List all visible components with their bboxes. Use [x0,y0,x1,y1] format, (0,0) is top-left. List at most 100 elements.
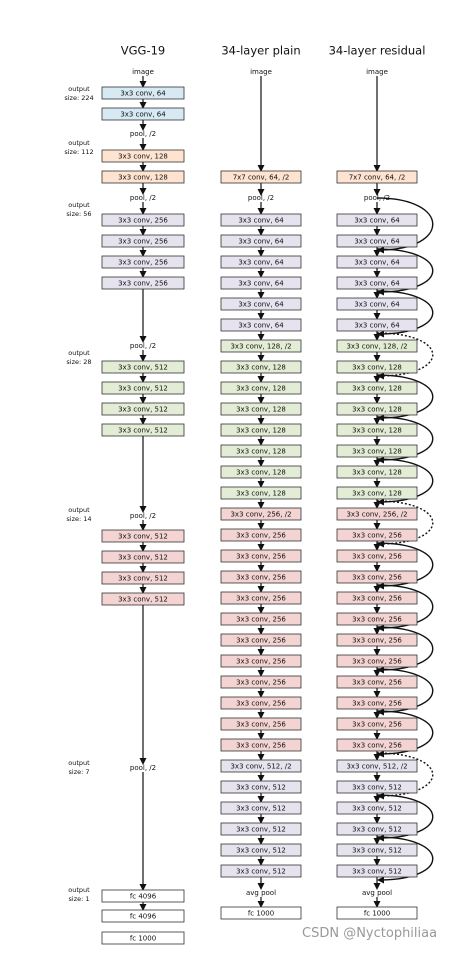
plain-layer-26-label: 3x3 conv, 256 [236,742,286,750]
plain-first-conv [220,170,302,184]
residual-layer-32 [336,864,418,878]
residual-layer-10-label: 3x3 conv, 128 [352,406,402,414]
vgg-box-6 [101,234,185,248]
residual-layer-20 [336,612,418,626]
plain-layer-13-label: 3x3 conv, 128 [236,469,286,477]
plain-layer-5-label: 3x3 conv, 64 [238,301,284,309]
vgg-box-4-label: 3x3 conv, 128 [118,174,168,182]
residual-layer-21-label: 3x3 conv, 256 [352,637,402,645]
vgg-box-16 [101,592,185,606]
plain-layer-26 [220,738,302,752]
column-title-3: 34-layer residual [329,44,426,58]
vgg-box-18 [101,909,185,923]
plain-layer-22 [220,654,302,668]
plain-layer-17 [220,549,302,563]
vgg-pool-label-5: pool, /2 [130,764,156,772]
plain-layer-27-label: 3x3 conv, 512, /2 [230,763,291,771]
plain-layer-6 [220,318,302,332]
residual-layer-27-label: 3x3 conv, 512, /2 [346,763,407,771]
plain-layer-24 [220,696,302,710]
plain-layer-30 [220,822,302,836]
output-label-line2-7: size: 1 [69,895,90,903]
residual-avg-pool-label: avg pool [362,889,392,897]
output-label-line1-1: output [68,85,90,93]
output-label-line2-5: size: 14 [66,515,91,523]
plain-layer-30-label: 3x3 conv, 512 [236,826,286,834]
vgg-box-3 [101,149,185,163]
vgg-box-18-label: fc 4096 [130,913,157,921]
plain-layer-29 [220,801,302,815]
residual-fc [336,906,418,920]
vgg-box-13 [101,529,185,543]
plain-layer-17-label: 3x3 conv, 256 [236,553,286,561]
residual-layer-10 [336,402,418,416]
column-title-1: VGG-19 [121,44,165,58]
residual-layer-11 [336,423,418,437]
residual-pool-label: pool, /2 [364,194,390,202]
residual-layer-21 [336,633,418,647]
residual-fc-label: fc 1000 [364,910,390,918]
residual-layer-31-label: 3x3 conv, 512 [352,847,402,855]
vgg-box-9-label: 3x3 conv, 512 [118,364,168,372]
plain-first-conv-label: 7x7 conv, 64, /2 [233,174,290,182]
residual-layer-2-label: 3x3 conv, 64 [354,238,400,246]
output-label-line2-3: size: 56 [66,210,91,218]
plain-layer-16-label: 3x3 conv, 256 [236,532,286,540]
plain-layer-29-label: 3x3 conv, 512 [236,805,286,813]
plain-layer-20 [220,612,302,626]
residual-layer-3-label: 3x3 conv, 64 [354,259,400,267]
plain-layer-21-label: 3x3 conv, 256 [236,637,286,645]
plain-layer-19 [220,591,302,605]
residual-layer-22-label: 3x3 conv, 256 [352,658,402,666]
output-label-line2-2: size: 112 [64,148,93,156]
plain-layer-4-label: 3x3 conv, 64 [238,280,284,288]
vgg-box-16-label: 3x3 conv, 512 [118,596,168,604]
vgg-box-13-label: 3x3 conv, 512 [118,533,168,541]
residual-layer-25-label: 3x3 conv, 256 [352,721,402,729]
residual-layer-7-label: 3x3 conv, 128, /2 [346,343,407,351]
vgg-pool-label-3: pool, /2 [130,342,156,350]
residual-layer-26 [336,738,418,752]
output-label-line1-5: output [68,506,90,514]
residual-layer-2 [336,234,418,248]
residual-shortcut-3 [376,290,434,338]
plain-layer-3 [220,255,302,269]
plain-layer-32-label: 3x3 conv, 512 [236,868,286,876]
vgg-box-15-label: 3x3 conv, 512 [118,575,168,583]
plain-layer-2-label: 3x3 conv, 64 [238,238,284,246]
residual-layer-13 [336,465,418,479]
residual-first-conv [336,170,418,184]
residual-layer-23 [336,675,418,689]
plain-avg-pool-label: avg pool [246,889,276,897]
plain-layer-24-label: 3x3 conv, 256 [236,700,286,708]
plain-layer-7 [220,339,302,353]
plain-layer-11 [220,423,302,437]
residual-layer-30-label: 3x3 conv, 512 [352,826,402,834]
vgg-box-15 [101,571,185,585]
vgg-box-10-label: 3x3 conv, 512 [118,385,168,393]
plain-layer-3-label: 3x3 conv, 64 [238,259,284,267]
vgg-box-8 [101,276,185,290]
plain-layer-28-label: 3x3 conv, 512 [236,784,286,792]
plain-layer-20-label: 3x3 conv, 256 [236,616,286,624]
residual-shortcut-15 [376,794,434,842]
vgg-box-2 [101,107,185,121]
plain-layer-11-label: 3x3 conv, 128 [236,427,286,435]
plain-layer-23-label: 3x3 conv, 256 [236,679,286,687]
residual-layer-15-label: 3x3 conv, 256, /2 [346,511,407,519]
residual-layer-5 [336,297,418,311]
residual-layer-29-label: 3x3 conv, 512 [352,805,402,813]
plain-layer-10-label: 3x3 conv, 128 [236,406,286,414]
plain-layer-8 [220,360,302,374]
residual-shortcut-6 [376,416,434,464]
plain-layer-31-label: 3x3 conv, 512 [236,847,286,855]
vgg-box-12-label: 3x3 conv, 512 [118,427,168,435]
residual-layer-18-label: 3x3 conv, 256 [352,574,402,582]
residual-layer-1-label: 3x3 conv, 64 [354,217,400,225]
residual-shortcut-10 [376,584,434,632]
residual-layer-19 [336,591,418,605]
residual-layer-15 [336,507,418,521]
plain-layer-6-label: 3x3 conv, 64 [238,322,284,330]
residual-layer-27 [336,759,418,773]
